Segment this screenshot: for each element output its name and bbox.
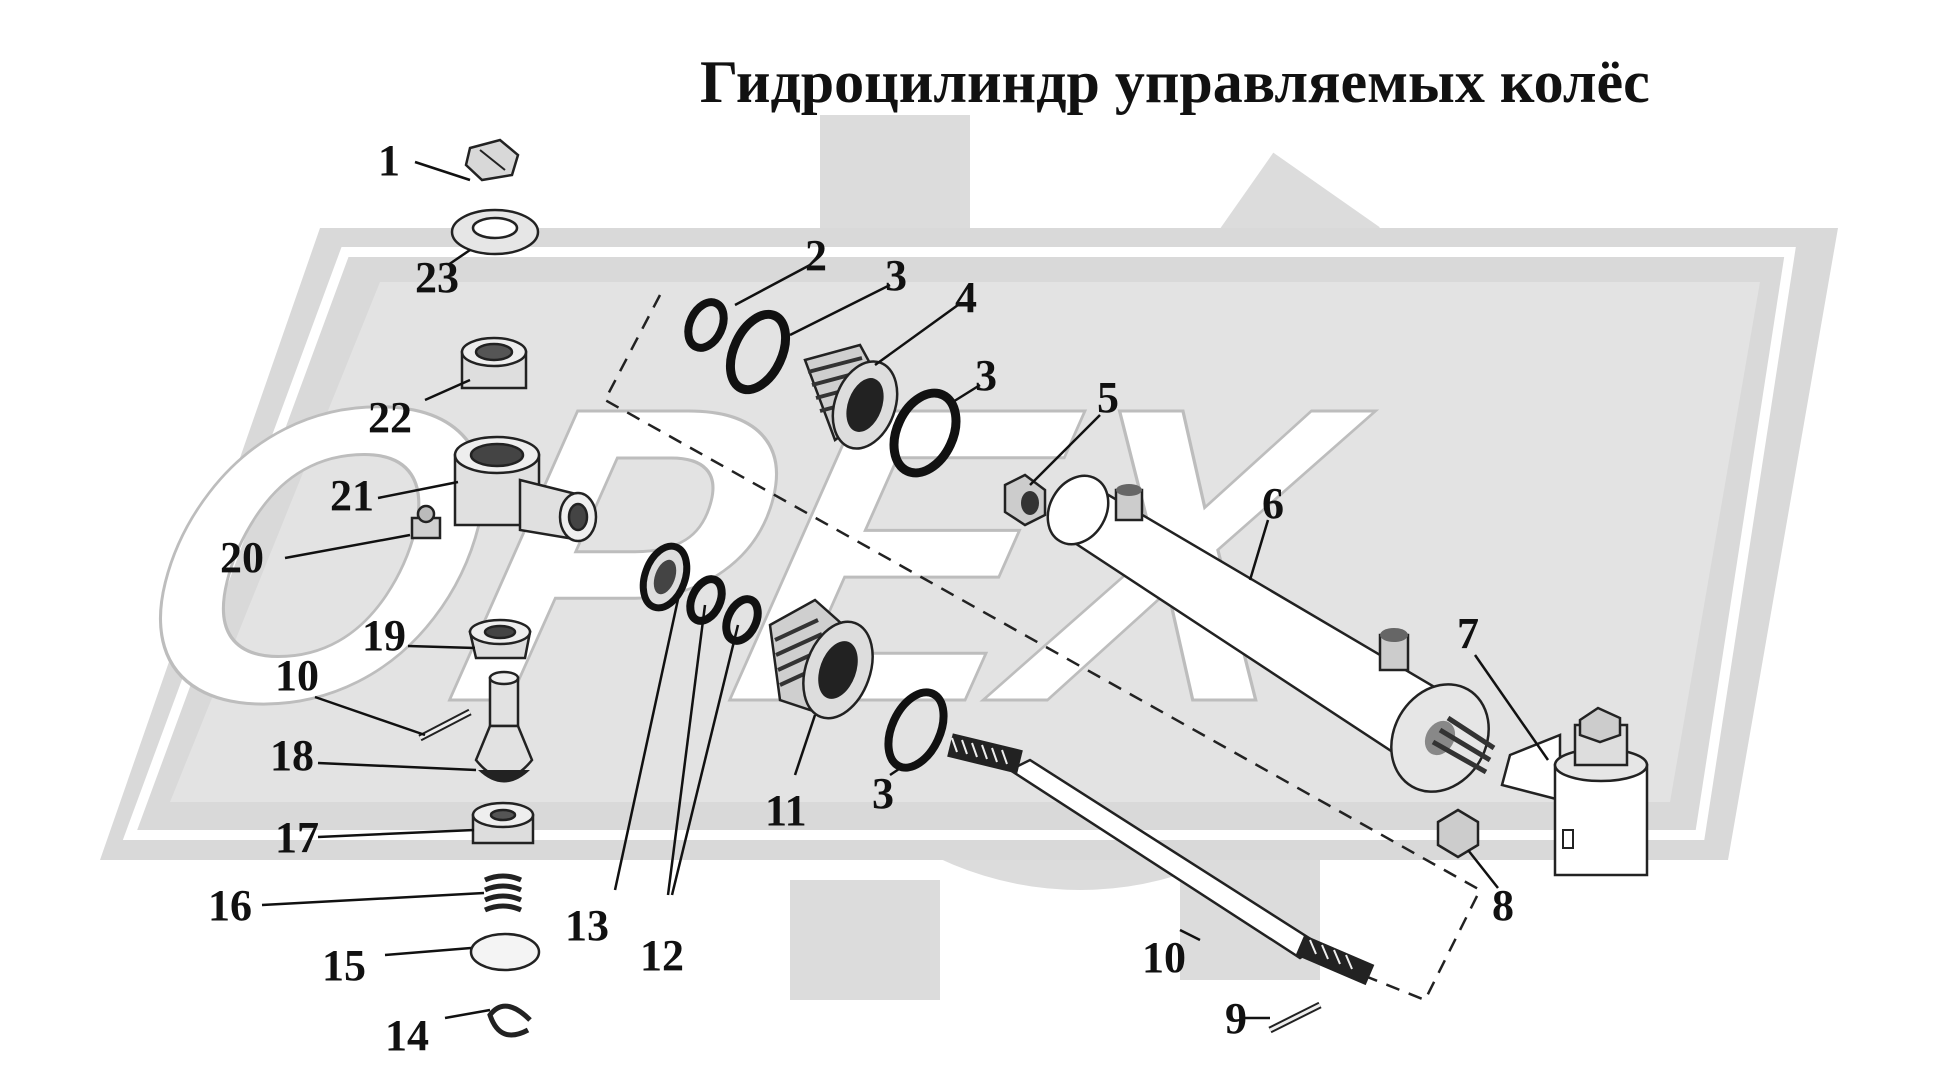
liner-part [468,618,532,660]
callout-23: 23 [415,253,459,302]
callout-15: 15 [322,941,366,990]
spring-part [483,873,523,913]
retaining-ring-part [487,1003,532,1038]
cylinder-body-part [1046,474,1496,793]
callout-5: 5 [1097,373,1119,422]
cotter-pin-bottom-part [1268,1001,1322,1034]
piston-rod-part [947,733,1375,986]
wiper-ring-part [639,542,691,612]
ball-pin-part [474,670,534,783]
diagram-title: Гидроцилиндр управляемых колёс [700,49,1650,115]
lever-housing-part [453,435,598,543]
callout-14: 14 [385,1011,429,1060]
insert-part [471,801,535,845]
callout-4: 4 [955,273,977,322]
seal-ring-top-part [725,309,791,395]
callout-2: 2 [805,231,827,280]
callout-3-bottom: 3 [872,769,894,818]
bushing-part [460,336,528,390]
castle-nut-part [464,138,520,182]
o-ring-top-part [684,298,728,352]
nut-8-part [1436,808,1480,859]
callout-17: 17 [275,813,319,862]
gland-bottom-part [768,598,874,720]
callout-9: 9 [1225,994,1247,1043]
callout-3-top: 3 [885,251,907,300]
callout-3-right: 3 [975,351,997,400]
cover-disc-part [469,932,541,972]
seal-ring-bottom-part [884,688,948,772]
callout-13: 13 [565,901,609,950]
cotter-pin-left-part [418,708,472,742]
callout-8: 8 [1492,881,1514,930]
callout-20: 20 [220,533,264,582]
callout-18: 18 [270,731,314,780]
callout-22: 22 [368,393,412,442]
callout-1: 1 [378,136,400,185]
callout-10-left: 10 [275,651,319,700]
callout-21: 21 [330,471,374,520]
callout-16: 16 [208,881,252,930]
callout-11: 11 [765,786,807,835]
callout-labels: 1 2 3 3 3 4 5 6 7 8 9 10 10 11 12 13 14 … [208,136,1514,1060]
callout-12: 12 [640,931,684,980]
gland-top-part [803,343,899,450]
washer-part [450,208,540,256]
tie-rod-end-part [1500,706,1649,877]
callout-10-rod: 10 [1142,933,1186,982]
seal-ring-right-part [889,388,961,478]
callout-19: 19 [362,611,406,660]
nut-5-part [1003,473,1047,527]
grease-fitting-part [410,504,442,540]
o-ring-pair-part [686,575,762,645]
callout-7: 7 [1457,609,1479,658]
leader-lines [261,160,1550,1020]
assembly-outline [603,294,1482,1002]
callout-6: 6 [1262,479,1284,528]
